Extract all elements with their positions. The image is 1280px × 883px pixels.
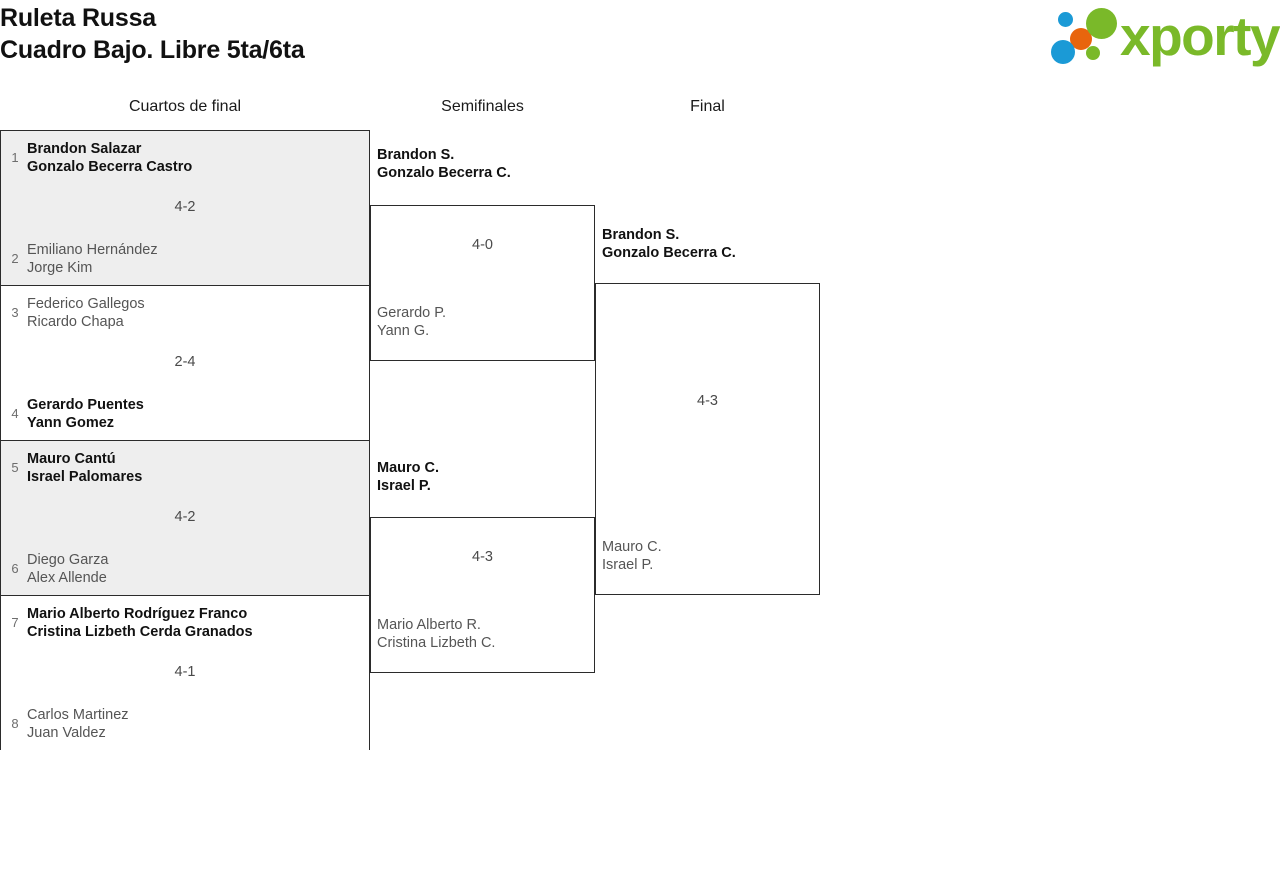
player-name-line-1: Emiliano Hernández — [27, 242, 158, 258]
competitor-names[interactable]: Brandon S. Gonzalo Becerra C. — [602, 226, 736, 262]
match-score: 4-2 — [174, 509, 196, 525]
player-name-line-1: Federico Gallegos — [27, 296, 145, 312]
player-name-line-1: Mauro C. — [602, 539, 662, 555]
seed-number: 6 — [11, 561, 19, 576]
competitor-slot-bottom[interactable]: 6 Diego Garza Alex Allende — [1, 548, 369, 590]
competitor-names: Diego Garza Alex Allende — [27, 551, 108, 587]
seed-number: 7 — [11, 615, 19, 630]
match-row[interactable]: 7 Mario Alberto Rodríguez Franco Cristin… — [1, 596, 369, 751]
seed-number: 3 — [11, 305, 19, 320]
match-score: 2-4 — [174, 354, 196, 370]
competitor-names: Federico Gallegos Ricardo Chapa — [27, 295, 145, 331]
competitor-names[interactable]: Brandon S. Gonzalo Becerra C. — [377, 146, 511, 182]
player-name-line-1: Mauro Cantú — [27, 451, 116, 467]
seed-number: 8 — [11, 716, 19, 731]
competitor-names: Gerardo Puentes Yann Gomez — [27, 396, 144, 432]
logo-dot-green-small-icon — [1086, 46, 1100, 60]
round-header-semifinals: Semifinales — [441, 98, 524, 115]
tournament-bracket: 1 Brandon Salazar Gonzalo Becerra Castro… — [0, 130, 1280, 830]
competitor-names: Mario Alberto Rodríguez Franco Cristina … — [27, 605, 253, 641]
tournament-name: Ruleta Russa — [0, 4, 156, 32]
round-header-final: Final — [690, 98, 725, 115]
seed-number: 5 — [11, 460, 19, 475]
player-name-line-2: Ricardo Chapa — [27, 314, 124, 330]
competitor-slot-bottom[interactable]: 8 Carlos Martinez Juan Valdez — [1, 703, 369, 745]
logo-dots-icon — [1048, 6, 1126, 70]
competitor-names[interactable]: Mauro C. Israel P. — [377, 459, 439, 495]
page-header: Ruleta Russa Cuadro Bajo. Libre 5ta/6ta … — [0, 0, 1280, 88]
player-name-line-1: Carlos Martinez — [27, 707, 129, 723]
competitor-slot-bottom[interactable]: 2 Emiliano Hernández Jorge Kim — [1, 238, 369, 280]
competitor-names[interactable]: Mauro C. Israel P. — [602, 538, 662, 574]
match-score: 4-3 — [697, 393, 718, 409]
logo-wordmark: xporty — [1120, 5, 1280, 67]
competitor-names: Emiliano Hernández Jorge Kim — [27, 241, 158, 277]
player-name-line-2: Gonzalo Becerra C. — [602, 245, 736, 261]
player-name-line-2: Israel Palomares — [27, 469, 143, 485]
player-name-line-2: Alex Allende — [27, 570, 107, 586]
player-name-line-1: Brandon Salazar — [27, 141, 142, 157]
match-score: 4-2 — [174, 199, 196, 215]
tournament-subtitle: Cuadro Bajo. Libre 5ta/6ta — [0, 36, 305, 64]
match-row[interactable]: 5 Mauro Cantú Israel Palomares 4-2 6 Die… — [1, 441, 369, 596]
logo-dot-blue-large-icon — [1051, 40, 1075, 64]
page-title: Ruleta Russa Cuadro Bajo. Libre 5ta/6ta — [0, 2, 305, 66]
player-name-line-2: Cristina Lizbeth Cerda Granados — [27, 624, 253, 640]
player-name-line-1: Mario Alberto R. — [377, 617, 481, 633]
player-name-line-2: Juan Valdez — [27, 725, 106, 741]
seed-number: 1 — [11, 150, 19, 165]
xporty-logo[interactable]: xporty — [1048, 5, 1280, 70]
logo-dot-blue-small-icon — [1058, 12, 1073, 27]
competitor-slot-top[interactable]: 3 Federico Gallegos Ricardo Chapa — [1, 292, 369, 334]
player-name-line-1: Gerardo P. — [377, 305, 447, 321]
competitor-slot-bottom[interactable]: 4 Gerardo Puentes Yann Gomez — [1, 393, 369, 435]
round-header-quarterfinals: Cuartos de final — [128, 98, 242, 115]
match-row[interactable]: 3 Federico Gallegos Ricardo Chapa 2-4 4 … — [1, 286, 369, 441]
seed-number: 2 — [11, 251, 19, 266]
player-name-line-1: Gerardo Puentes — [27, 397, 144, 413]
match-connector-final[interactable] — [595, 283, 820, 595]
player-name-line-1: Brandon S. — [602, 227, 680, 243]
player-name-line-1: Mario Alberto Rodríguez Franco — [27, 606, 248, 622]
player-name-line-2: Israel P. — [602, 557, 654, 573]
match-connector-semifinal-2[interactable] — [370, 517, 595, 673]
match-row[interactable]: 1 Brandon Salazar Gonzalo Becerra Castro… — [1, 131, 369, 286]
player-name-line-2: Yann Gomez — [27, 415, 115, 431]
competitor-slot-top[interactable]: 5 Mauro Cantú Israel Palomares — [1, 447, 369, 489]
seed-number: 4 — [11, 406, 19, 421]
competitor-names[interactable]: Mario Alberto R. Cristina Lizbeth C. — [377, 616, 495, 652]
player-name-line-2: Cristina Lizbeth C. — [377, 635, 496, 651]
match-score: 4-0 — [472, 237, 493, 253]
player-name-line-1: Brandon S. — [377, 147, 455, 163]
competitor-names: Brandon Salazar Gonzalo Becerra Castro — [27, 140, 192, 176]
player-name-line-1: Mauro C. — [377, 460, 440, 476]
competitor-slot-top[interactable]: 7 Mario Alberto Rodríguez Franco Cristin… — [1, 602, 369, 644]
competitor-names: Mauro Cantú Israel Palomares — [27, 450, 142, 486]
match-score: 4-1 — [174, 664, 196, 680]
round-quarterfinals-column: 1 Brandon Salazar Gonzalo Becerra Castro… — [0, 130, 370, 751]
player-name-line-2: Yann G. — [377, 323, 430, 339]
competitor-names[interactable]: Gerardo P. Yann G. — [377, 304, 446, 340]
player-name-line-2: Israel P. — [377, 478, 431, 494]
match-score: 4-3 — [472, 549, 493, 565]
competitor-names: Carlos Martinez Juan Valdez — [27, 706, 129, 742]
player-name-line-1: Diego Garza — [27, 552, 109, 568]
player-name-line-2: Jorge Kim — [27, 260, 93, 276]
player-name-line-2: Gonzalo Becerra Castro — [27, 159, 193, 175]
logo-dot-green-large-icon — [1086, 8, 1117, 39]
logo-dot-orange-icon — [1070, 28, 1092, 50]
competitor-slot-top[interactable]: 1 Brandon Salazar Gonzalo Becerra Castro — [1, 137, 369, 179]
player-name-line-2: Gonzalo Becerra C. — [377, 165, 511, 181]
match-connector-semifinal-1[interactable] — [370, 205, 595, 361]
